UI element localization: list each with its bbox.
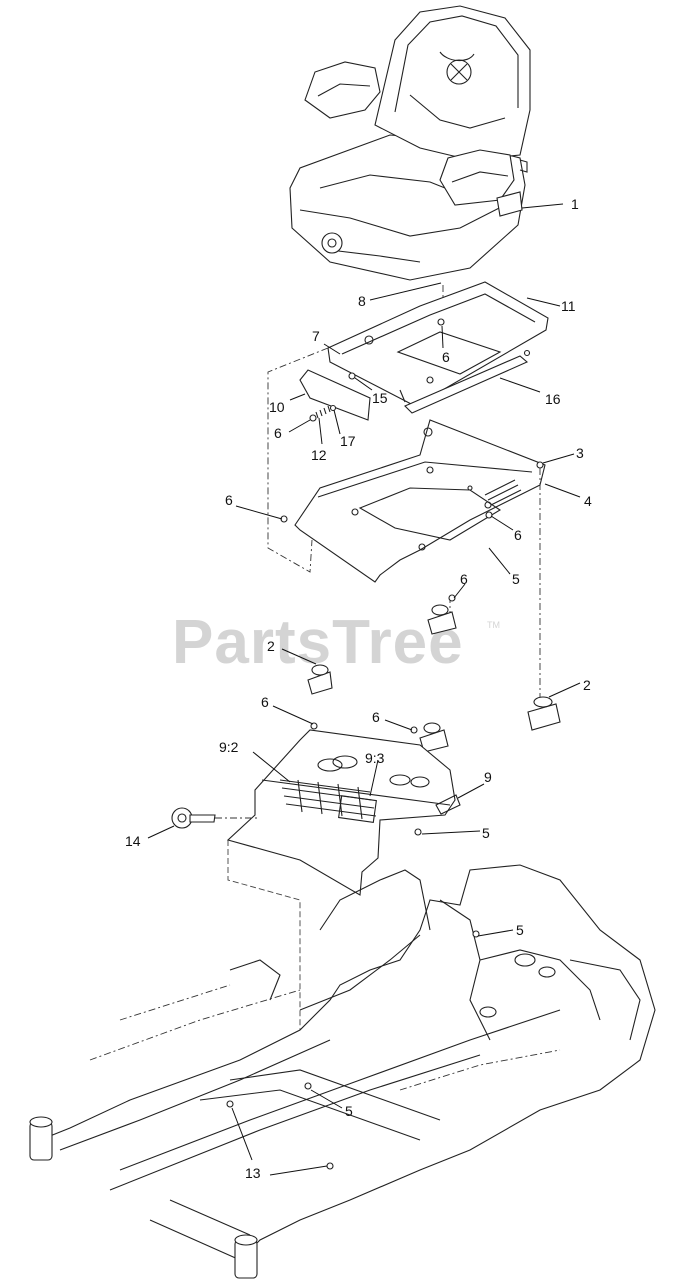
callout-8: 8 <box>358 293 366 309</box>
callout-6-panel-left: 6 <box>261 694 269 710</box>
callout-6-spring: 6 <box>274 425 282 441</box>
callout-9-2: 9:2 <box>219 739 239 755</box>
callout-10: 10 <box>269 399 285 415</box>
callout-15: 15 <box>372 390 388 406</box>
callout-6-plate: 6 <box>442 349 450 365</box>
callout-9-3: 9:3 <box>365 750 385 766</box>
pin <box>329 404 337 412</box>
leader-lines <box>147 203 581 1176</box>
seat-mount-plate[interactable] <box>327 281 549 407</box>
callout-2-right: 2 <box>583 677 591 693</box>
watermark-trademark: TM <box>487 620 500 630</box>
callout-1: 1 <box>571 196 579 212</box>
ignition-key[interactable] <box>171 807 260 829</box>
callout-3: 3 <box>576 445 584 461</box>
callout-6-frame-left: 6 <box>225 492 233 508</box>
panel-outline <box>227 840 301 1030</box>
callout-5-frame-bottom: 5 <box>345 1103 353 1119</box>
spring <box>315 405 331 419</box>
callout-labels: 1 8 11 7 6 15 16 10 6 17 12 3 4 6 6 5 6 … <box>125 196 592 1181</box>
callout-11: 11 <box>561 298 576 314</box>
washer <box>348 372 356 380</box>
seat-assembly[interactable] <box>289 5 531 281</box>
control-panel-plate[interactable] <box>226 722 461 896</box>
callout-5-panel: 5 <box>482 825 490 841</box>
callout-4: 4 <box>584 493 592 509</box>
callout-14: 14 <box>125 833 141 849</box>
mower-frame[interactable] <box>29 864 656 1279</box>
callout-5-frame-right: 5 <box>516 922 524 938</box>
callout-12: 12 <box>311 447 327 463</box>
nut <box>309 414 317 422</box>
isolator-mount-4[interactable] <box>410 722 449 753</box>
callout-7: 7 <box>312 328 320 344</box>
callout-6-frame-right: 6 <box>514 527 522 543</box>
callout-6-mount-top: 6 <box>460 571 468 587</box>
callout-17: 17 <box>340 433 356 449</box>
isolator-mount-1[interactable] <box>307 664 333 695</box>
callout-6-panel-mid: 6 <box>372 709 380 725</box>
callout-5-frame: 5 <box>512 571 520 587</box>
assembly-line-left <box>267 347 329 573</box>
isolator-mount-3[interactable] <box>527 696 561 731</box>
callout-2-left: 2 <box>267 638 275 654</box>
callout-9: 9 <box>484 769 492 785</box>
seat-base-frame[interactable] <box>280 419 546 583</box>
latch-bracket[interactable] <box>299 369 371 421</box>
isolator-mount-2[interactable] <box>427 594 457 635</box>
callout-16: 16 <box>545 391 561 407</box>
slide-rail[interactable] <box>404 355 529 414</box>
callout-13: 13 <box>245 1165 261 1181</box>
